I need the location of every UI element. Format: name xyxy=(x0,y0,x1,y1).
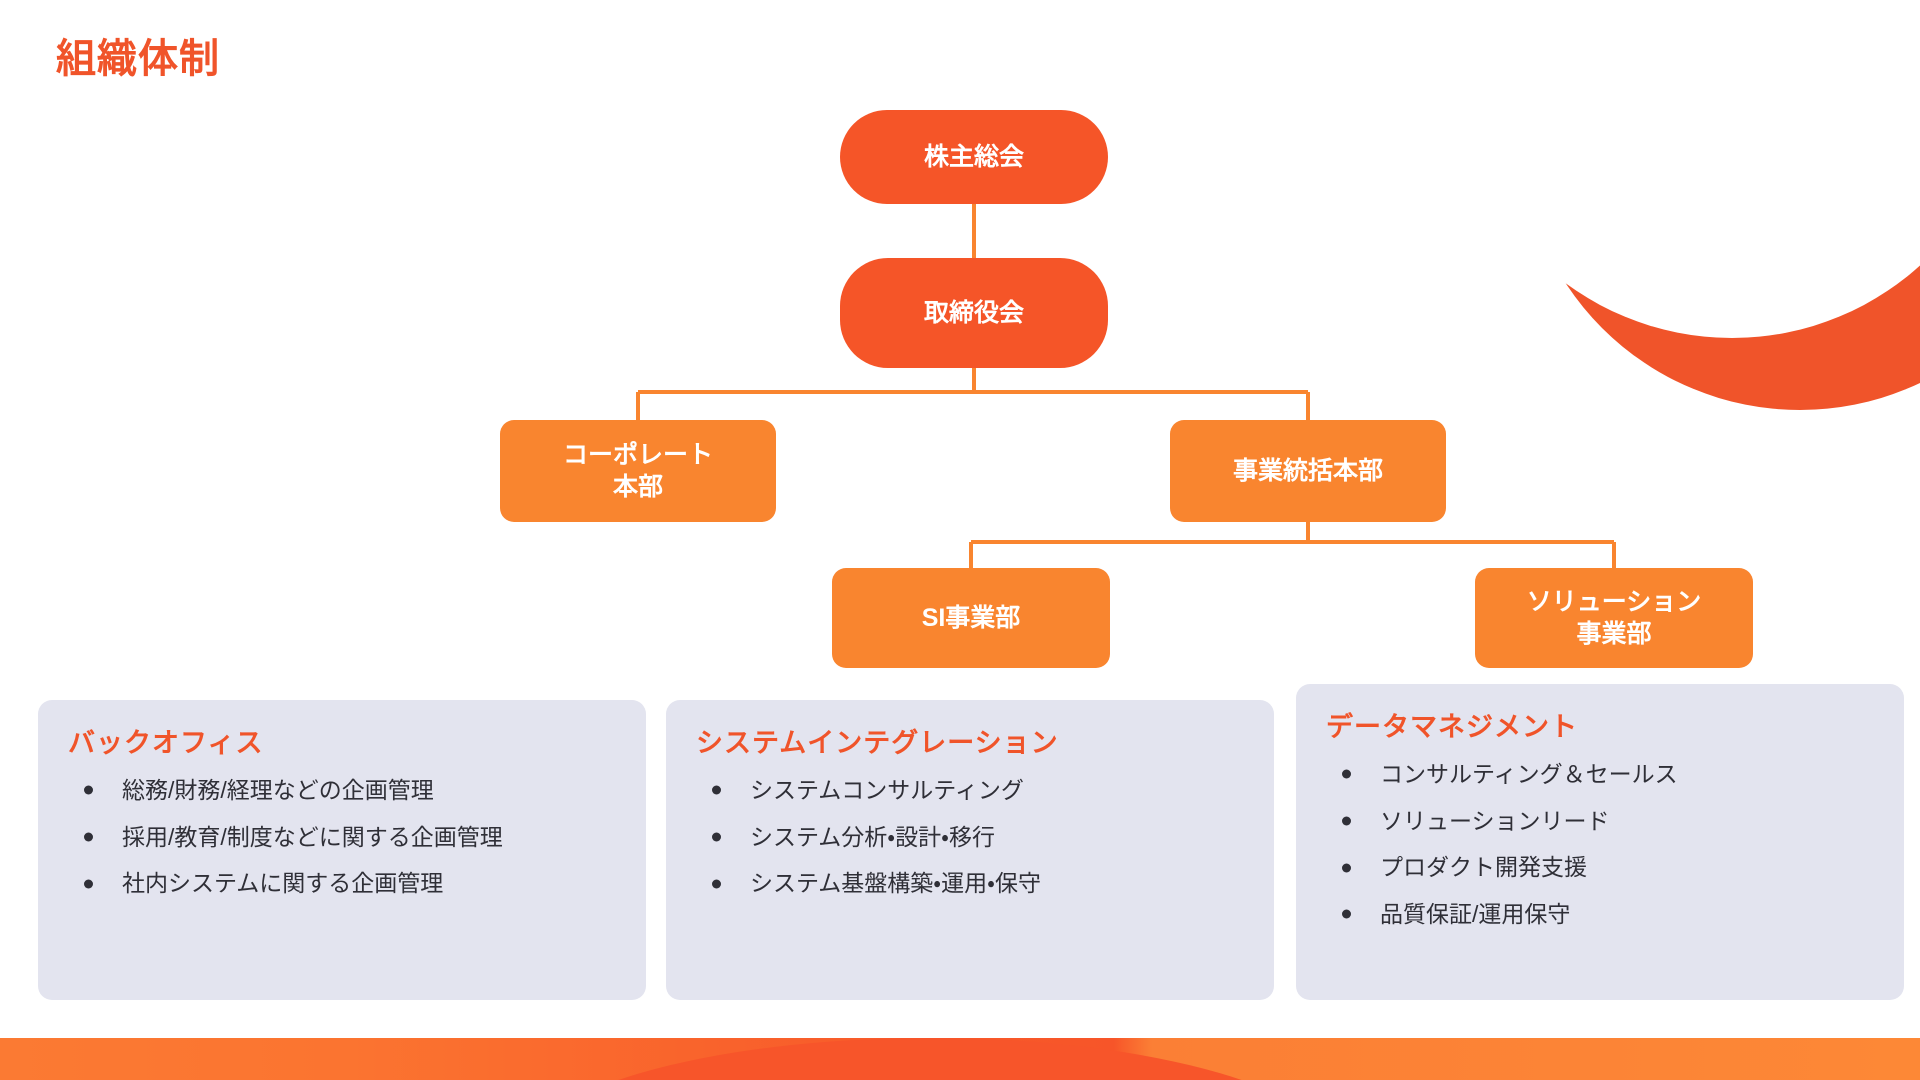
org-node-solution-division[interactable]: ソリューション 事業部 xyxy=(1475,568,1753,668)
org-node-corporate-hq[interactable]: コーポレート 本部 xyxy=(500,420,776,522)
bullet-icon xyxy=(712,785,721,795)
list-item-label: システム分析・設計・移行 xyxy=(750,823,995,850)
bullet-icon xyxy=(84,832,93,842)
bullet-icon xyxy=(712,879,721,889)
card-title-system-integration: システムインテグレーション xyxy=(696,728,1059,758)
bullet-icon xyxy=(1342,863,1351,873)
card-title-data-management: データマネジメント xyxy=(1326,712,1578,742)
list-item-label: システムコンサルティング xyxy=(750,777,1024,804)
bullet-icon xyxy=(712,832,721,842)
card-list-data-management: コンサルティング＆セールス ソリューションリード プロダクト開発支援 品質保証/… xyxy=(1326,751,1874,938)
card-title-backoffice: バックオフィス xyxy=(68,728,264,758)
bullet-icon xyxy=(1342,769,1351,779)
org-node-board-of-directors[interactable]: 取締役会 xyxy=(840,258,1108,368)
card-list-backoffice: 総務/財務/経理などの企画管理 採用/教育/制度などに関する企画管理 社内システ… xyxy=(68,767,616,907)
list-item: コンサルティング＆セールス xyxy=(1326,751,1874,798)
list-item: システム基盤構築・運用・保守 xyxy=(696,860,1244,907)
list-item: プロダクト開発支援 xyxy=(1326,844,1874,891)
list-item: 社内システムに関する企画管理 xyxy=(68,860,616,907)
list-item-label: コンサルティング＆セールス xyxy=(1380,761,1678,788)
org-node-business-hq[interactable]: 事業統括本部 xyxy=(1170,420,1446,522)
list-item-label: 採用/教育/制度などに関する企画管理 xyxy=(122,823,503,850)
bottom-band-decoration xyxy=(0,1038,1920,1080)
bullet-icon xyxy=(1342,816,1351,826)
list-item-label: ソリューションリード xyxy=(1380,807,1610,834)
bullet-icon xyxy=(84,785,93,795)
list-item-label: プロダクト開発支援 xyxy=(1380,854,1587,881)
list-item: ソリューションリード xyxy=(1326,798,1874,845)
org-node-si-division[interactable]: SI事業部 xyxy=(832,568,1110,668)
bullet-icon xyxy=(1342,909,1351,919)
list-item: システムコンサルティング xyxy=(696,767,1244,814)
list-item: システム分析・設計・移行 xyxy=(696,814,1244,861)
card-system-integration: システムインテグレーション システムコンサルティング システム分析・設計・移行 … xyxy=(666,700,1274,1000)
list-item: 採用/教育/制度などに関する企画管理 xyxy=(68,814,616,861)
card-backoffice: バックオフィス 総務/財務/経理などの企画管理 採用/教育/制度などに関する企画… xyxy=(38,700,646,1000)
list-item-label: システム基盤構築・運用・保守 xyxy=(750,870,1041,897)
list-item-label: 品質保証/運用保守 xyxy=(1380,901,1571,928)
card-data-management: データマネジメント コンサルティング＆セールス ソリューションリード プロダクト… xyxy=(1296,684,1904,1000)
page-title: 組織体制 xyxy=(56,37,220,81)
list-item-label: 総務/財務/経理などの企画管理 xyxy=(122,777,434,804)
bullet-icon xyxy=(84,879,93,889)
list-item: 総務/財務/経理などの企画管理 xyxy=(68,767,616,814)
list-item: 品質保証/運用保守 xyxy=(1326,891,1874,938)
card-list-system-integration: システムコンサルティング システム分析・設計・移行 システム基盤構築・運用・保守 xyxy=(696,767,1244,907)
list-item-label: 社内システムに関する企画管理 xyxy=(122,870,444,897)
org-node-shareholders[interactable]: 株主総会 xyxy=(840,110,1108,204)
